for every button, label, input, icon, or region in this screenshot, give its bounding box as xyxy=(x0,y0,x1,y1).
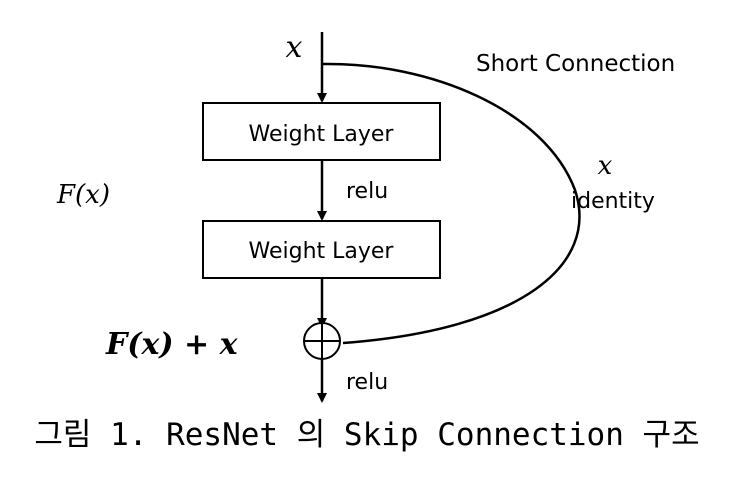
relu-2-label: relu xyxy=(346,370,388,395)
weight-layer-1-box xyxy=(202,102,441,161)
weight-layer-2-box xyxy=(202,220,441,279)
figure-caption: 그림 1. ResNet 의 Skip Connection 구조 xyxy=(34,417,699,453)
weight-layer-2-label: Weight Layer xyxy=(249,239,395,264)
short-connection-label: Short Connection xyxy=(476,51,675,77)
skip-connection-curve xyxy=(321,62,581,345)
input-x-label: x xyxy=(286,30,303,65)
identity-label: identity xyxy=(571,189,655,214)
sum-label: F(x) + x xyxy=(105,327,239,362)
fx-label: F(x) xyxy=(56,180,110,210)
identity-x-label: x xyxy=(598,151,613,181)
sum-node-icon xyxy=(303,322,341,360)
weight-layer-1-label: Weight Layer xyxy=(249,122,395,147)
relu-1-label: relu xyxy=(346,179,388,204)
